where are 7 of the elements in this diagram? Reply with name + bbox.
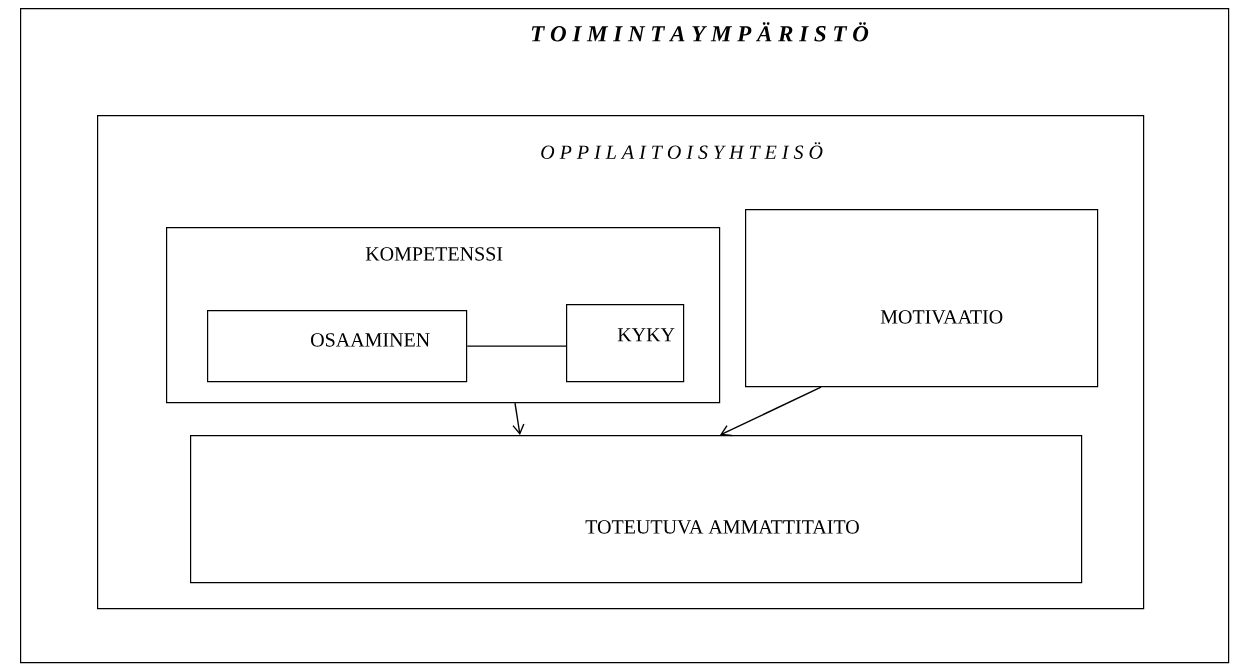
box: MOTIVAATIO bbox=[745, 209, 1099, 388]
box: TOTEUTUVA AMMATTITAITO bbox=[190, 435, 1083, 584]
arrow bbox=[720, 386, 822, 437]
arrow bbox=[512, 402, 525, 435]
connector-line bbox=[466, 345, 567, 347]
box: OSAAMINEN bbox=[207, 310, 468, 383]
box: KYKY bbox=[566, 304, 685, 383]
